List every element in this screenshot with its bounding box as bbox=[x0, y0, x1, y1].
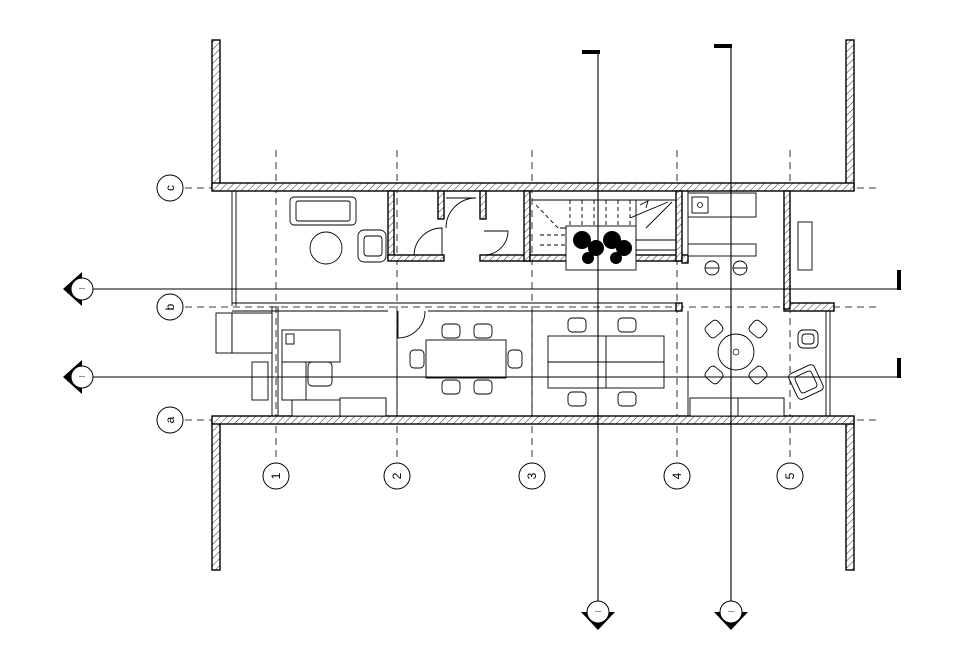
grid-label-4: 4 bbox=[670, 472, 684, 479]
grid-bubble-row-a: a bbox=[156, 406, 184, 434]
grid-bubble-col-1: 1 bbox=[262, 462, 290, 490]
grid-label-2: 2 bbox=[390, 472, 404, 479]
section-marker-label: — bbox=[728, 609, 734, 615]
section-marker-left-1: — bbox=[63, 272, 94, 306]
grid-label-a: a bbox=[163, 416, 177, 423]
exterior-walls bbox=[211, 39, 855, 571]
grid-bubble-col-2: 2 bbox=[383, 462, 411, 490]
round-table bbox=[689, 319, 785, 417]
grid-label-3: 3 bbox=[525, 472, 539, 479]
office-furniture bbox=[215, 312, 387, 417]
grid-bubble-row-b: b bbox=[156, 293, 184, 321]
section-marker-left-2: — bbox=[63, 360, 94, 394]
lounge-furniture bbox=[289, 196, 387, 265]
small-room-furniture bbox=[788, 329, 824, 400]
meeting-table bbox=[409, 323, 523, 395]
workstations bbox=[547, 317, 665, 407]
grid-label-c: c bbox=[163, 185, 177, 191]
section-marker-label: — bbox=[595, 609, 601, 615]
kitchen bbox=[687, 192, 813, 276]
staircase bbox=[532, 199, 676, 271]
section-marker-bottom-1: — bbox=[581, 600, 615, 630]
grid-label-5: 5 bbox=[783, 472, 797, 479]
doors bbox=[397, 197, 509, 339]
section-marker-bottom-2: — bbox=[714, 600, 748, 630]
section-marker-label: — bbox=[79, 286, 85, 292]
grid-label-1: 1 bbox=[269, 472, 283, 479]
plant-icon bbox=[573, 231, 632, 264]
grid-bubble-row-c: c bbox=[156, 174, 184, 202]
section-lines bbox=[82, 44, 901, 610]
grid-bubble-col-5: 5 bbox=[776, 462, 804, 490]
grid-bubble-col-4: 4 bbox=[663, 462, 691, 490]
section-marker-label: — bbox=[79, 374, 85, 380]
interior-partitions bbox=[231, 190, 835, 416]
grid-label-b: b bbox=[163, 303, 177, 310]
grid-bubble-col-3: 3 bbox=[518, 462, 546, 490]
